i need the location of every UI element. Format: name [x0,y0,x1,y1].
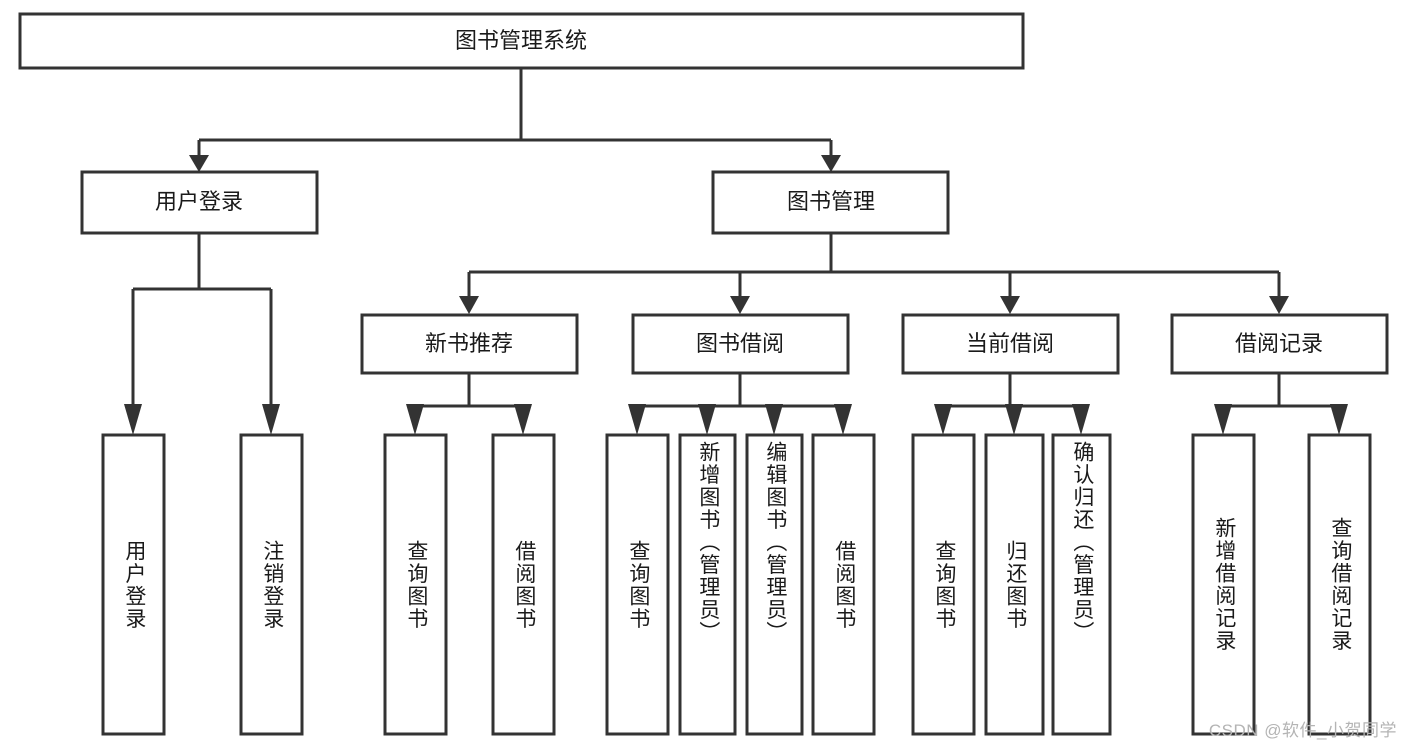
node-leaf-logout-rect[interactable] [239,433,304,736]
connector-layer [124,68,1348,435]
node-book-manage-rect[interactable] [711,170,950,235]
arrow-head-leaf-query-book-2 [628,404,646,435]
arrow-head-leaf-return-book [1005,404,1023,435]
arrow-head-leaf-logout [262,404,280,435]
node-leaf-query-record-rect[interactable] [1307,433,1372,736]
watermark-text: CSDN @软件_小贺同学 [1208,721,1397,740]
node-book-borrow[interactable]: 图书借阅 [631,313,850,375]
arrow-head-leaf-user-login [124,404,142,435]
node-user-login[interactable]: 用户登录 [80,170,319,235]
arrow-head-borrow-record [1269,296,1289,314]
node-borrow-record-label: 借阅记录 [1235,331,1323,356]
arrow-head-current-borrow [1000,296,1020,314]
node-leaf-borrow-book-2-rect[interactable] [811,433,876,736]
node-new-book-rec-label: 新书推荐 [425,331,513,356]
arrow-head-leaf-query-book-3 [934,404,952,435]
arrow-head-leaf-query-book-1 [406,404,424,435]
arrow-head-book-borrow [730,296,750,314]
arrow-head-leaf-confirm-return [1072,404,1090,435]
arrow-head-leaf-borrow-book-2 [834,404,852,435]
node-book-manage-label: 图书管理 [787,189,875,214]
node-new-book-rec-rect[interactable] [360,313,579,375]
node-leaf-user-login-rect[interactable] [101,433,166,736]
arrow-head-book-manage [821,155,841,172]
arrow-head-leaf-add-record [1214,404,1232,435]
node-leaf-query-book-2-rect[interactable] [605,433,670,736]
node-root-label: 图书管理系统 [455,28,587,53]
arrow-head-new-book-rec [459,296,479,314]
node-leaf-add-record-rect[interactable] [1191,433,1256,736]
node-leaf-add-book-rect[interactable] [678,433,737,736]
node-root-rect[interactable] [18,12,1025,70]
node-leaf-edit-book-rect[interactable] [745,433,804,736]
node-leaf-confirm-return-rect[interactable] [1051,433,1112,736]
arrow-head-leaf-edit-book [765,404,783,435]
node-leaf-return-book-rect[interactable] [984,433,1045,736]
node-book-manage[interactable]: 图书管理 [711,170,950,235]
arrow-head-user-login [189,155,209,172]
node-leaf-query-book-1-rect[interactable] [383,433,448,736]
node-root[interactable]: 图书管理系统 [18,12,1025,70]
node-user-login-rect[interactable] [80,170,319,235]
arrow-head-leaf-query-record [1330,404,1348,435]
arrow-head-leaf-add-book [698,404,716,435]
node-borrow-record-rect[interactable] [1170,313,1389,375]
node-current-borrow-rect[interactable] [901,313,1120,375]
node-borrow-record[interactable]: 借阅记录 [1170,313,1389,375]
node-book-borrow-rect[interactable] [631,313,850,375]
node-new-book-rec[interactable]: 新书推荐 [360,313,579,375]
arrow-head-leaf-borrow-book-1 [514,404,532,435]
node-user-login-label: 用户登录 [155,189,243,214]
node-current-borrow-label: 当前借阅 [966,331,1054,356]
node-book-borrow-label: 图书借阅 [696,331,784,356]
node-layer: 图书管理系统 用户登录 图书管理 新书推荐 图书借阅 [18,12,1389,736]
node-leaf-borrow-book-1-rect[interactable] [491,433,556,736]
node-current-borrow[interactable]: 当前借阅 [901,313,1120,375]
node-leaf-query-book-3-rect[interactable] [911,433,976,736]
